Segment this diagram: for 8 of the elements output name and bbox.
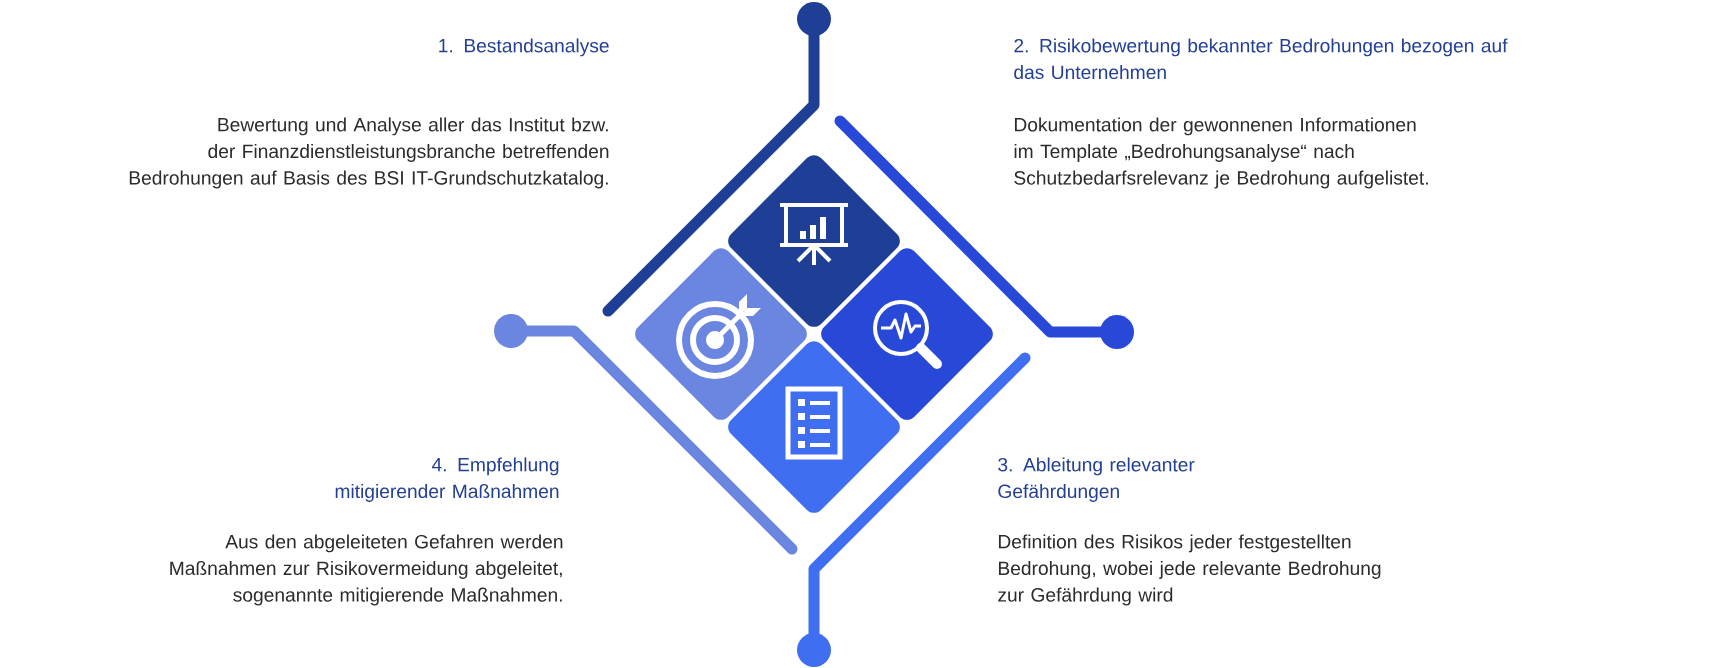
- step-heading: 2. Risikobewertung bekannter Bedrohungen bezogen auf das Unternehmen: [1014, 38, 1508, 80]
- step-heading: 1. Bestandsanalyse: [439, 38, 609, 57]
- step-description: Bewertung und Analyse aller das Institut bzw. der Finanzdienstleistungsbranche betreffenden Bedrohungen auf Basis des BSI IT-Grundschutzkatalog.: [129, 117, 609, 189]
- step-heading: 3. Ableitung relevanter Gefährdungen: [998, 457, 1195, 502]
- step-description: Definition des Risikos jeder festgestellten Bedrohung, wobei jede relevante Bedrohung zur Gefährdung wird: [998, 534, 1381, 606]
- step-heading: 4. Empfehlung mitigierender Maßnahmen: [335, 457, 559, 502]
- step-description: Dokumentation der gewonnenen Informationen im Template „Bedrohungsanalyse“ nach Schutzbedarfsrelevanz je Bedrohung aufgelistet.: [1014, 117, 1428, 189]
- step-description: Aus den abgeleiteten Gefahren werden Maßnahmen zur Risikovermeidung abgeleitet, sogenannte mitigierende Maßnahmen.: [170, 534, 563, 606]
